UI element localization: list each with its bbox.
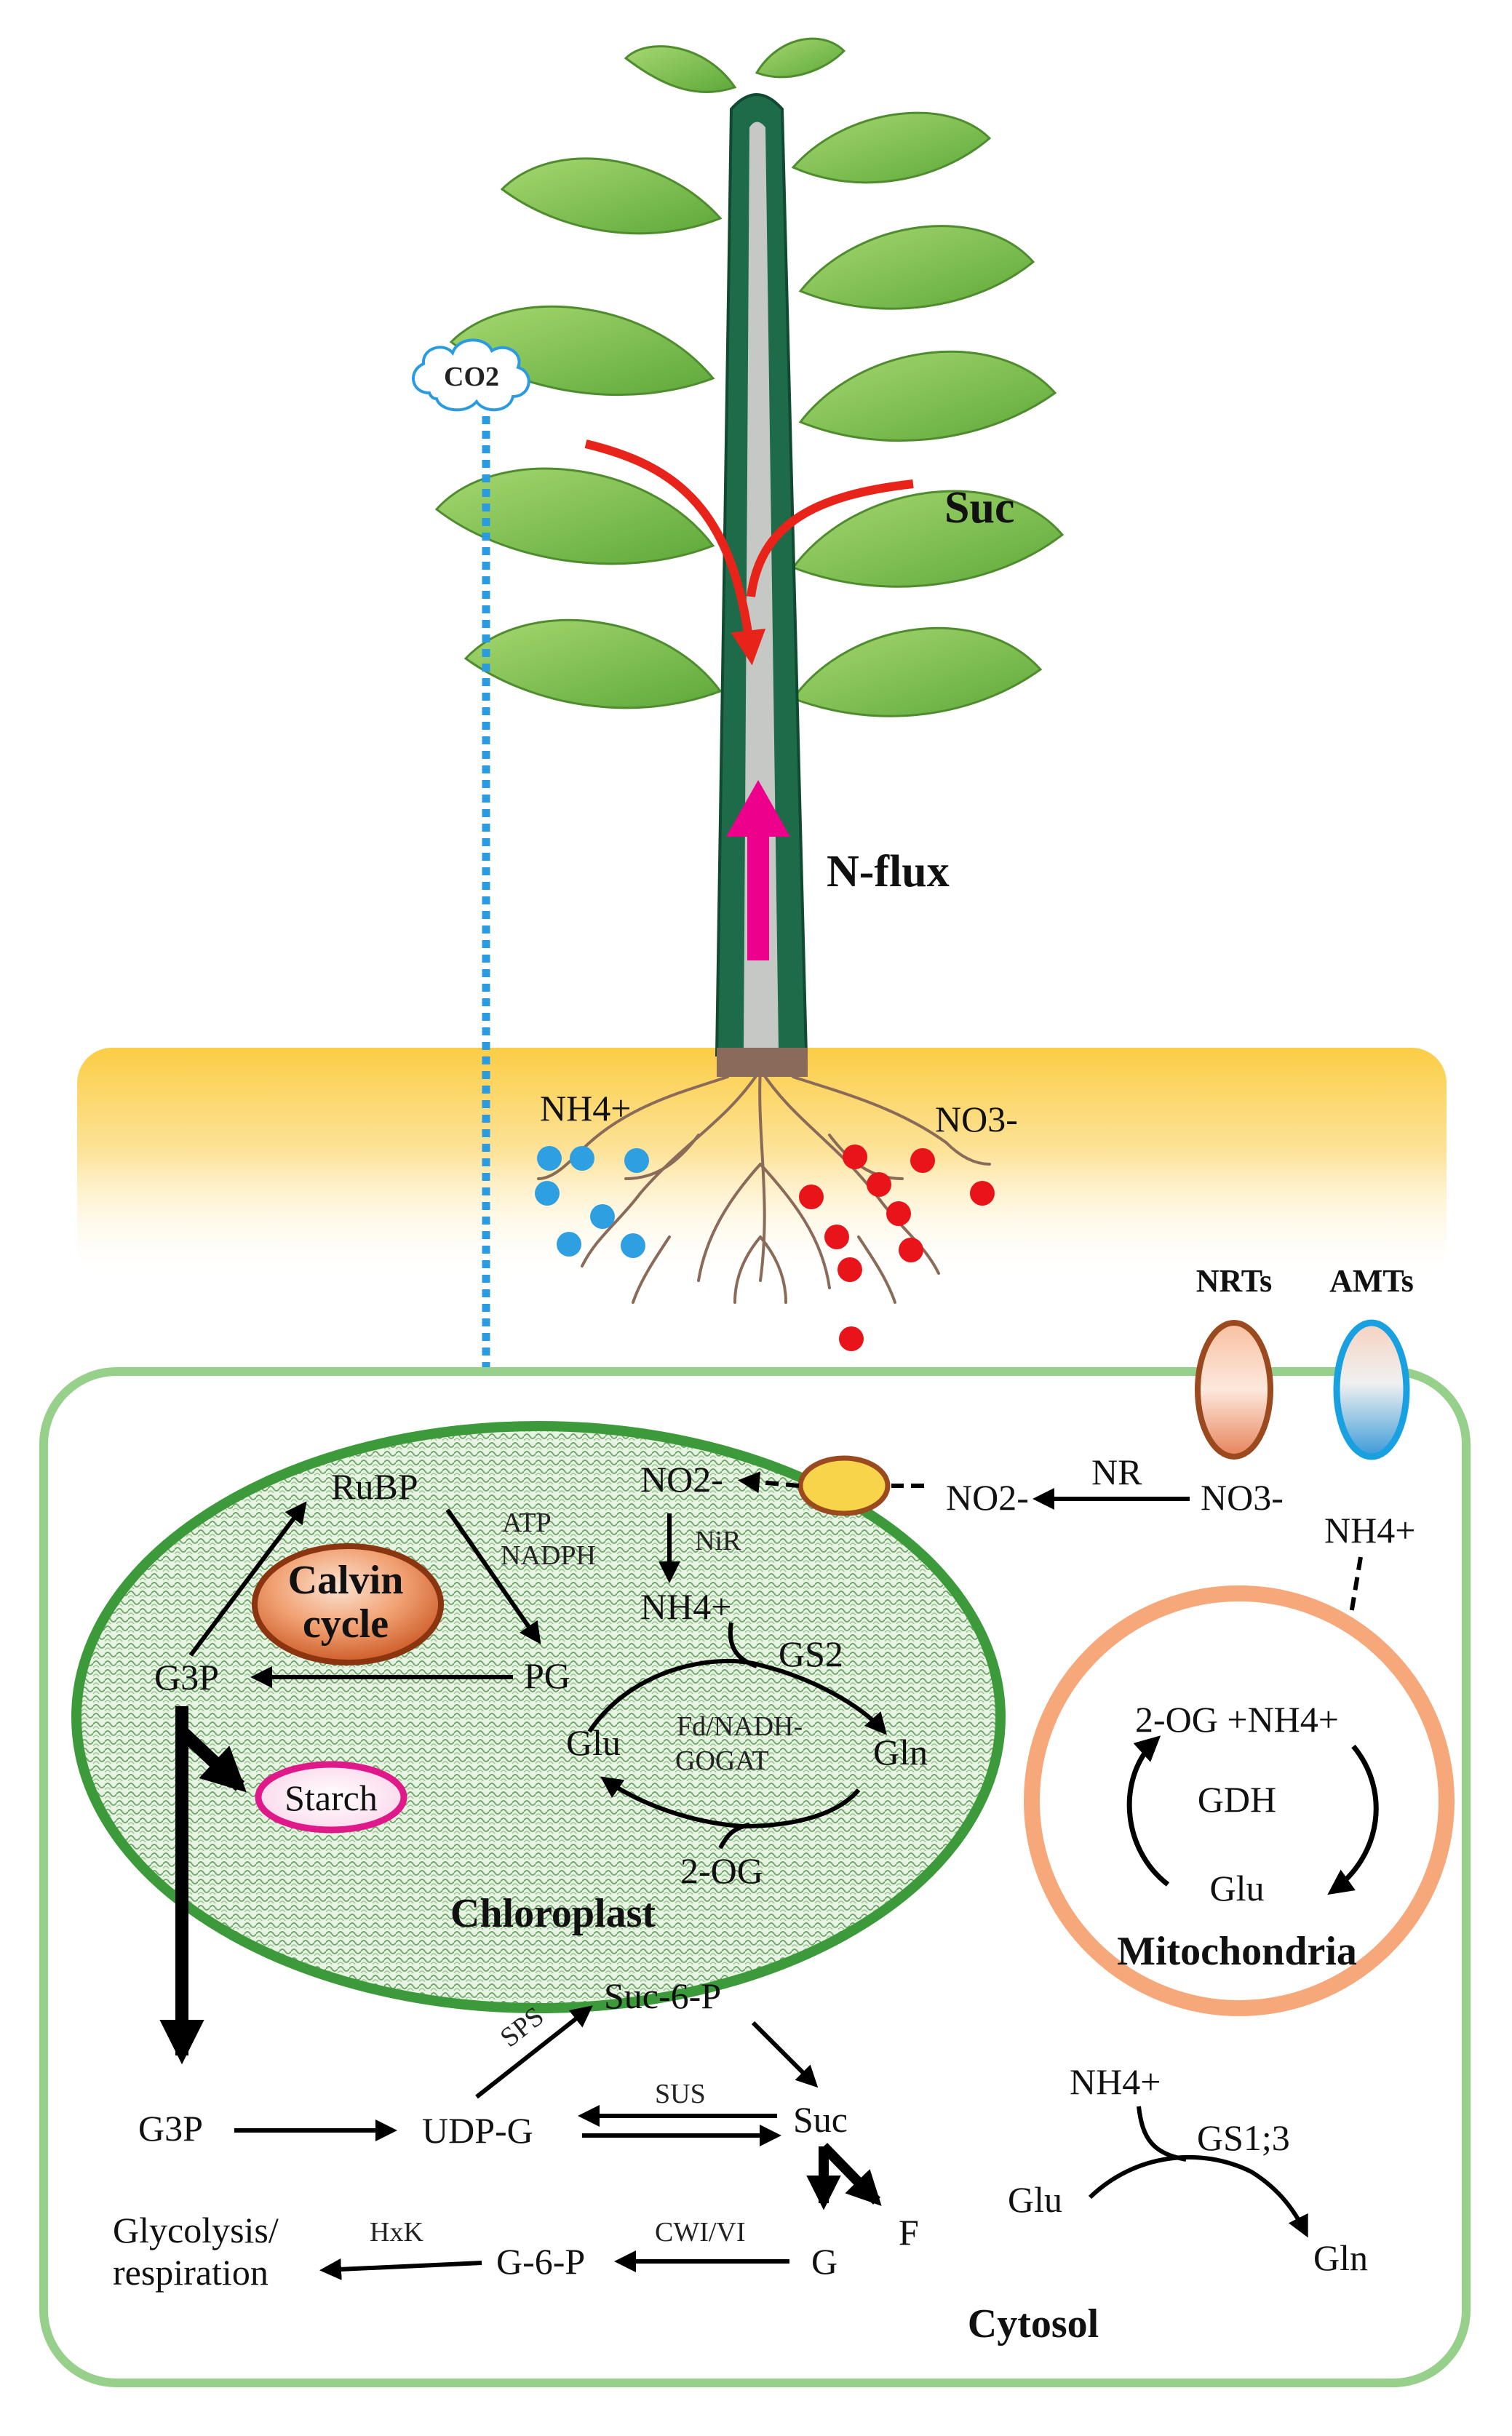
nr-label: NR: [1091, 1452, 1142, 1492]
no2-chloro-label: NO2-: [640, 1459, 723, 1500]
nh4-cytosol-label: NH4+: [1324, 1510, 1415, 1551]
gs2-label: GS2: [779, 1633, 843, 1674]
rubp-label: RuBP: [331, 1466, 418, 1507]
calvin-arrows: [188, 1501, 541, 1688]
cytosol-label: Cytosol: [968, 2301, 1099, 2347]
suc-f-arrow: [819, 2143, 882, 2206]
mito-reaction-label: 2-OG +NH4+: [1135, 1699, 1339, 1740]
suc6p-label: Suc-6-P: [604, 1975, 721, 2016]
atp-label: ATP: [502, 1508, 552, 1538]
nh4-gs-label: NH4+: [1070, 2061, 1161, 2102]
gdh-label: GDH: [1198, 1779, 1276, 1820]
sps-arrow: [475, 2005, 593, 2099]
no2-cytosol-label: NO2-: [946, 1477, 1029, 1518]
soil-no3-label: NO3-: [935, 1099, 1018, 1139]
cwi-label: CWI/VI: [655, 2217, 746, 2248]
g3p-cytosol-label: G3P: [138, 2108, 203, 2149]
gdh-cycle-arrows: [1126, 1735, 1379, 1895]
g6p-label: G-6-P: [496, 2241, 585, 2282]
no3-dots: [799, 1145, 995, 1351]
gs-gogat-arrows: [587, 1622, 887, 1850]
suc6p-suc-arrow: [751, 2021, 819, 2088]
no3-cytosol-label: NO3-: [1201, 1477, 1284, 1518]
suc-label: Suc: [944, 483, 1014, 533]
hxk-arrow: [319, 2258, 482, 2280]
hxk-label: HxK: [370, 2217, 423, 2248]
starch: [255, 1761, 407, 1834]
amt-transporter: [1333, 1319, 1410, 1460]
nrts-label: NRTs: [1196, 1263, 1272, 1299]
nadph-label: NADPH: [501, 1540, 596, 1571]
og-chloro-label: 2-OG: [680, 1850, 763, 1891]
nflux-arrow: [726, 780, 790, 960]
glu-cytosol-label: Glu: [1008, 2179, 1062, 2220]
mitochondria: [1024, 1585, 1455, 2016]
amts-label: AMTs: [1329, 1263, 1414, 1299]
no2-import-dash-2: [738, 1471, 800, 1494]
gogat-label-2: GOGAT: [675, 1746, 769, 1776]
leaves: [434, 37, 1065, 717]
calvin-label-1: Calvin: [288, 1558, 404, 1603]
nflux-label: N-flux: [827, 847, 950, 896]
co2-cloud: [412, 338, 530, 412]
gln-cytosol-label: Gln: [1313, 2237, 1368, 2278]
chloroplast-label: Chloroplast: [450, 1891, 656, 1936]
pg-label: PG: [524, 1655, 570, 1696]
calvin-cycle: [252, 1543, 444, 1665]
sus-label: SUS: [655, 2079, 706, 2109]
soil-nh4-label: NH4+: [540, 1088, 631, 1129]
g3p-chloro-label: G3P: [154, 1657, 219, 1697]
gs13-arrows: [1088, 2106, 1308, 2238]
gs13-label: GS1;3: [1197, 2117, 1290, 2158]
roots: [537, 1068, 991, 1304]
mitochondria-label: Mitochondria: [1117, 1929, 1357, 1974]
udpg-label: UDP-G: [422, 2110, 533, 2151]
f-label: F: [899, 2212, 919, 2253]
glycolysis-label-2: respiration: [113, 2252, 268, 2293]
suc-arrows: [584, 439, 914, 666]
mito-glu-label: Glu: [1210, 1868, 1265, 1908]
gln-chloro-label: Gln: [873, 1732, 928, 1772]
starch-label: Starch: [285, 1778, 378, 1818]
suc-cytosol-label: Suc: [793, 2099, 848, 2140]
nir-label: NiR: [695, 1526, 741, 1556]
calvin-label-2: cycle: [303, 1601, 389, 1647]
nitrite-transporter: [797, 1455, 891, 1516]
g-label: G: [811, 2241, 837, 2282]
nh4-chloro-label: NH4+: [640, 1586, 731, 1627]
nrt-transporter: [1195, 1320, 1273, 1460]
gogat-label-1: Fd/NADH-: [677, 1711, 803, 1742]
nh4-dots: [535, 1146, 649, 1258]
glycolysis-label-1: Glycolysis/: [113, 2210, 279, 2250]
co2-label: CO2: [444, 362, 499, 392]
